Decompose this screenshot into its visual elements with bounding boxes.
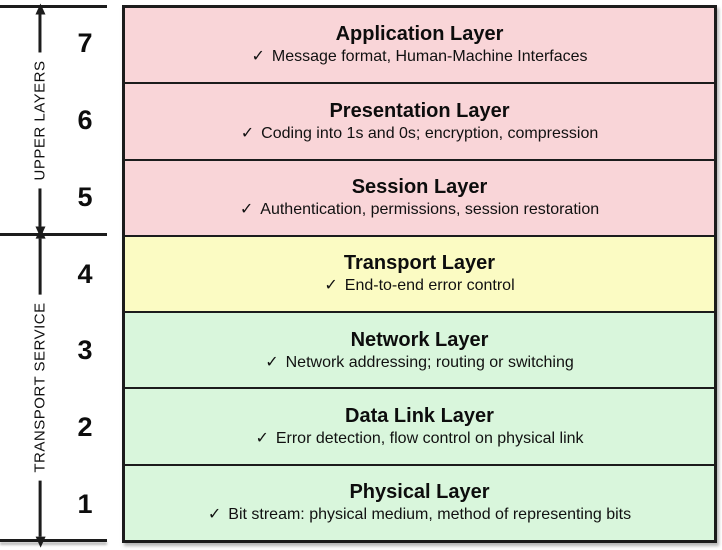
layer-note-text: Coding into 1s and 0s; encryption, compr…	[261, 124, 599, 142]
arrow-down-icon	[35, 480, 45, 548]
transport-service-rail-inner: TRANSPORT SERVICE	[31, 227, 49, 548]
layer-note-text: Authentication, permissions, session res…	[260, 201, 600, 218]
layer-note-text: End-to-end error control	[344, 277, 515, 295]
layer-number-column: 7 6 5 4 3 2 1	[60, 5, 110, 543]
layer-note-text: Bit stream: physical medium, method of r…	[228, 506, 632, 524]
layer-number-5: 5	[77, 181, 93, 212]
layer-number-3: 3	[77, 335, 93, 366]
transport-service-label: TRANSPORT SERVICE	[31, 302, 49, 473]
check-icon: ✓	[324, 277, 338, 295]
arrow-up-icon	[35, 227, 45, 295]
layer-row-physical: Physical Layer ✓ Bit stream: physical me…	[125, 463, 714, 540]
upper-section-top-line	[0, 5, 107, 8]
transport-service-rail: TRANSPORT SERVICE	[14, 227, 66, 548]
layer-number-2: 2	[77, 412, 93, 443]
layer-row-network: Network Layer ✓ Network addressing; rout…	[125, 311, 714, 388]
layer-number-7: 7	[77, 27, 93, 58]
layer-title: Network Layer	[350, 328, 489, 351]
upper-layers-label: UPPER LAYERS	[31, 60, 49, 181]
upper-layers-rail: UPPER LAYERS	[14, 3, 66, 238]
section-divider-line	[0, 233, 107, 236]
layer-note-text: Network addressing; routing or switching	[285, 353, 574, 371]
layer-number-4: 4	[77, 258, 93, 289]
layer-row-transport: Transport Layer ✓ End-to-end error contr…	[125, 234, 714, 312]
layer-row-presentation: Presentation Layer ✓ Coding into 1s and …	[125, 82, 714, 159]
layer-note-text: Message format, Human-Machine Interfaces	[271, 48, 588, 66]
layer-title: Data Link Layer	[345, 404, 494, 427]
layer-title: Transport Layer	[343, 252, 496, 275]
check-icon: ✓	[255, 429, 269, 447]
layer-title: Application Layer	[335, 23, 504, 46]
check-icon: ✓	[207, 506, 222, 524]
layer-table: Application Layer ✓ Message format, Huma…	[122, 5, 717, 543]
transport-section-bottom-line	[0, 539, 107, 542]
upper-layers-rail-inner: UPPER LAYERS	[31, 3, 49, 238]
layer-row-session: Session Layer ✓ Authentication, permissi…	[125, 158, 714, 235]
layer-title: Session Layer	[351, 176, 488, 198]
layer-number-6: 6	[77, 104, 93, 135]
layer-title: Physical Layer	[349, 481, 490, 504]
layer-number-1: 1	[77, 489, 93, 520]
layer-note-text: Error detection, flow control on physica…	[275, 429, 584, 447]
arrow-up-icon	[35, 3, 45, 53]
layer-row-application: Application Layer ✓ Message format, Huma…	[125, 8, 714, 83]
check-icon: ✓	[265, 353, 279, 371]
layer-row-datalink: Data Link Layer ✓ Error detection, flow …	[125, 387, 714, 464]
check-icon: ✓	[240, 124, 255, 142]
layer-title: Presentation Layer	[329, 99, 510, 122]
check-icon: ✓	[239, 201, 254, 218]
check-icon: ✓	[251, 48, 265, 66]
